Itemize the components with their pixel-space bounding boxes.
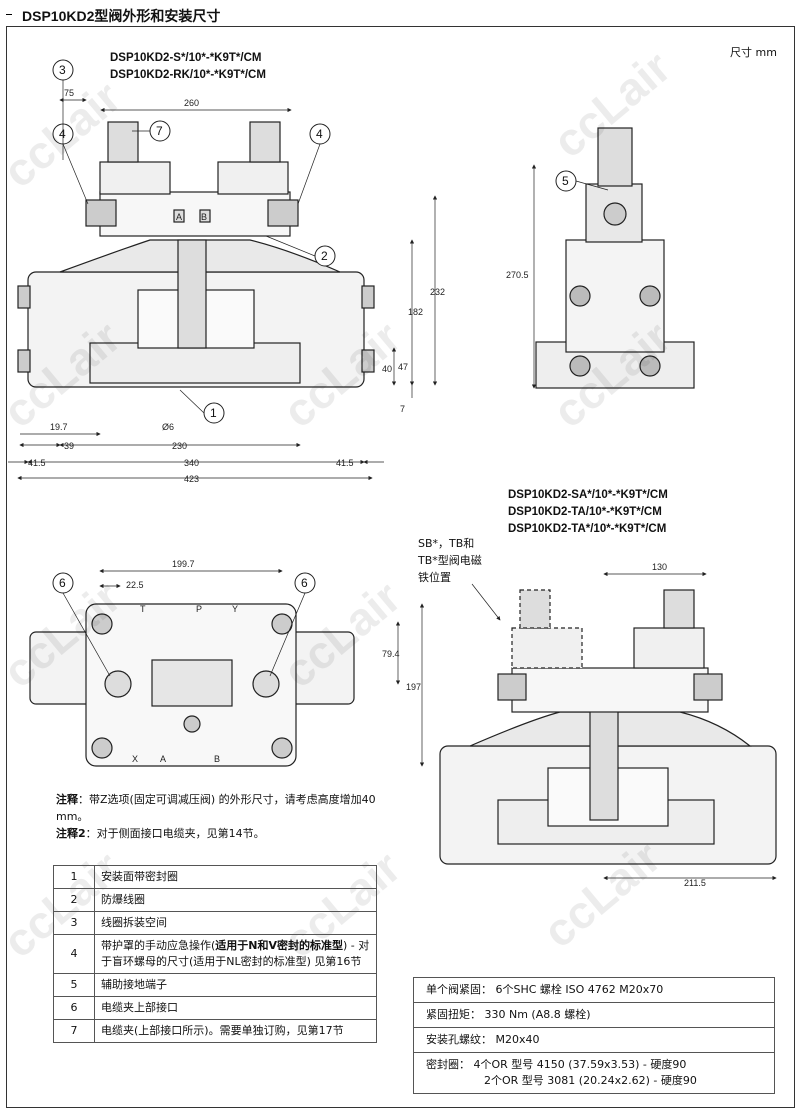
dim-41-5-left: 41.5 [28, 458, 46, 468]
port-label-t: T [140, 604, 146, 614]
dim-130: 130 [652, 562, 667, 572]
model-line: DSP10KD2-S*/10*-*K9T*/CM [110, 52, 262, 64]
note-line: SB*，TB和 [418, 537, 475, 550]
dim-232: 232 [430, 287, 445, 297]
front-view [17, 121, 375, 388]
note-2: 注释2：对于侧面接口电缆夹，见第14节。 [56, 827, 265, 840]
side-view [535, 127, 695, 389]
unit-label: 尺寸 mm [730, 46, 777, 59]
callout-2: 2 [314, 245, 336, 267]
dim-39: 39 [64, 441, 74, 451]
svg-text:4: 4 [59, 127, 66, 141]
model-line: DSP10KD2-TA*/10*-*K9T*/CM [508, 523, 667, 535]
svg-text:4: 4 [316, 127, 323, 141]
port-label-y: Y [232, 604, 238, 614]
svg-text:1: 1 [210, 406, 217, 420]
page-title: DSP10KD2型阀外形和安装尺寸 [22, 8, 221, 24]
port-label-a-top: A [160, 754, 166, 764]
model-line: DSP10KD2-TA/10*-*K9T*/CM [508, 506, 662, 518]
svg-text:2: 2 [321, 249, 328, 263]
note-line: TB*型阀电磁 [418, 554, 482, 567]
dim-7: 7 [400, 404, 405, 414]
dim-197: 197 [406, 682, 421, 692]
dim-199-7: 199.7 [172, 559, 195, 569]
model-list-lower: DSP10KD2-SA*/10*-*K9T*/CM DSP10KD2-TA/10… [508, 487, 668, 538]
spec-bolts: 单个阀紧固： 6个SHC 螺栓 ISO 4762 M20x70 [414, 978, 774, 1003]
drawing-frame [6, 26, 795, 1108]
dim-270-5: 270.5 [506, 270, 529, 280]
svg-text:5: 5 [562, 174, 569, 188]
port-label-b-top: B [214, 754, 220, 764]
svg-text:6: 6 [59, 576, 66, 590]
table-row: 4 带护罩的手动应急操作(适用于N和V密封的标准型) - 对于盲环螺母的尺寸(适… [53, 934, 377, 974]
callout-6-right: 6 [294, 572, 316, 594]
model-list-top: DSP10KD2-S*/10*-*K9T*/CM DSP10KD2-RK/10*… [110, 50, 266, 84]
spec-torque: 紧固扭矩： 330 Nm (A8.8 螺栓) [414, 1003, 774, 1028]
callout-6-left: 6 [52, 572, 74, 594]
dim-22-5: 22.5 [126, 580, 144, 590]
callout-5: 5 [555, 170, 577, 192]
port-label-x: X [132, 754, 138, 764]
dim-211-5: 211.5 [684, 878, 706, 888]
dim-230: 230 [172, 441, 187, 451]
spec-thread: 安装孔螺纹： M20x40 [414, 1028, 774, 1053]
dim-47: 47 [398, 362, 408, 372]
model-line: DSP10KD2-RK/10*-*K9T*/CM [110, 69, 266, 81]
header-tick [6, 14, 12, 15]
perspective-view [439, 589, 777, 865]
mounting-specs-box: 单个阀紧固： 6个SHC 螺栓 ISO 4762 M20x70 紧固扭矩： 33… [413, 977, 775, 1094]
callout-3: 3 [52, 59, 74, 81]
dim-260: 260 [184, 98, 199, 108]
port-label-b: B [201, 212, 207, 222]
svg-text:3: 3 [59, 63, 66, 77]
dim-19-7: 19.7 [50, 422, 68, 432]
callout-7: 7 [149, 120, 171, 142]
callout-1: 1 [203, 402, 225, 424]
svg-text:6: 6 [301, 576, 308, 590]
note-1: 注释：带Z选项(固定可调减压阀) 的外形尺寸，请考虑高度增加40 mm。 [56, 793, 376, 823]
dim-40: 40 [382, 364, 392, 374]
dim-phi6: Ø6 [162, 422, 174, 432]
port-label-a: A [176, 212, 182, 222]
spec-seals: 密封圈： 4个OR 型号 4150 (37.59x3.53) - 硬度90 2个… [426, 1058, 697, 1087]
solenoid-position-note: SB*，TB和 TB*型阀电磁 铁位置 [418, 535, 482, 586]
dim-75: 75 [64, 88, 74, 98]
dim-340: 340 [184, 458, 199, 468]
port-label-p: P [196, 604, 202, 614]
dim-79-4: 79.4 [382, 649, 400, 659]
dim-423: 423 [184, 474, 199, 484]
callout-4-right: 4 [309, 123, 331, 145]
notes-block: 注释：带Z选项(固定可调减压阀) 的外形尺寸，请考虑高度增加40 mm。 注释2… [56, 791, 386, 842]
model-line: DSP10KD2-SA*/10*-*K9T*/CM [508, 489, 668, 501]
svg-text:7: 7 [156, 124, 163, 138]
top-view [29, 603, 355, 767]
dim-182: 182 [408, 307, 423, 317]
note-line: 铁位置 [418, 571, 451, 584]
dim-41-5-right: 41.5 [336, 458, 354, 468]
